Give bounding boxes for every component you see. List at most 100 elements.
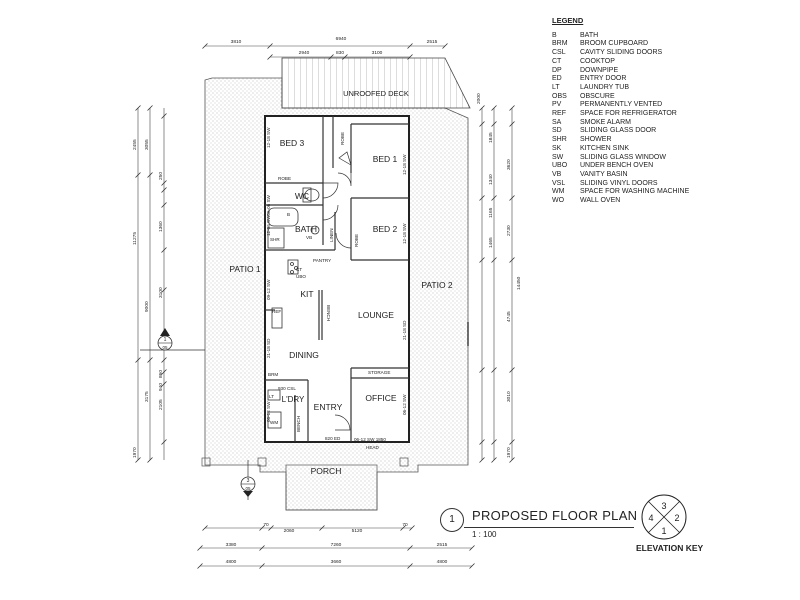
section-1-number: 1 bbox=[164, 337, 167, 343]
legend-code: SW bbox=[552, 153, 564, 161]
dimension-tick bbox=[407, 54, 413, 60]
window-bed1: 12-18 SW bbox=[402, 154, 407, 175]
dimension-tick bbox=[509, 195, 515, 201]
dimension-tick bbox=[259, 545, 265, 551]
window-office: 06-12 SW bbox=[402, 394, 407, 415]
dim-right-1: 1845 bbox=[488, 132, 494, 143]
dimension-tick bbox=[491, 105, 497, 111]
dimension-tick bbox=[161, 247, 167, 253]
dimension-tick bbox=[135, 357, 141, 363]
section-marker-bottom: 3 05 bbox=[240, 460, 256, 500]
dimension-tick bbox=[491, 439, 497, 445]
dim-left-outer-2: 3055 bbox=[144, 139, 150, 150]
linen-label: LINEN bbox=[329, 228, 334, 242]
dim-bottom-inner-2: 5120 bbox=[352, 528, 363, 534]
legend-code: SK bbox=[552, 144, 562, 152]
dimension-tick bbox=[400, 525, 406, 531]
dimension-tick bbox=[135, 172, 141, 178]
dimension-tick bbox=[147, 457, 153, 463]
section-marker-left: 1 05 bbox=[140, 328, 205, 351]
robe-label-bed3: ROBE bbox=[278, 176, 291, 181]
legend-code: REF bbox=[552, 110, 566, 118]
dimension-tick bbox=[202, 525, 208, 531]
dim-left-inner-5: 1970 bbox=[132, 447, 138, 458]
bath-fixture-label: B bbox=[287, 212, 290, 217]
shower-label: SHR bbox=[270, 237, 280, 242]
robe-label-bed1: ROBE bbox=[340, 132, 345, 145]
elevation-key-label: ELEVATION KEY bbox=[636, 543, 704, 553]
elevation-key-east: 2 bbox=[674, 513, 679, 523]
legend-code: VSL bbox=[552, 179, 566, 187]
dim-left-small-2: 860 bbox=[158, 370, 164, 378]
dimension-tick bbox=[147, 105, 153, 111]
legend-label: COOKTOP bbox=[580, 57, 615, 65]
title-underline bbox=[464, 527, 634, 528]
dimension-tick bbox=[509, 121, 515, 127]
elevation-key-west: 4 bbox=[648, 513, 653, 523]
legend-code: WM bbox=[552, 188, 565, 196]
legend-code: VB bbox=[552, 170, 562, 178]
room-patio1: PATIO 1 bbox=[229, 264, 261, 274]
dimension-tick bbox=[202, 43, 208, 49]
dim-top-1: 3810 bbox=[231, 39, 242, 45]
dimension-tick bbox=[479, 367, 485, 373]
interior-walls bbox=[265, 116, 409, 442]
dim-bottom-outer-3: 4800 bbox=[437, 559, 448, 565]
dim-right-inner-1: 1340 bbox=[488, 174, 494, 185]
dimension-tick bbox=[161, 287, 167, 293]
dim-bottom-outer-2: 3660 bbox=[331, 559, 342, 565]
window-bed2: 12-18 SW bbox=[402, 223, 407, 244]
dim-bottom-mid-1: 3380 bbox=[226, 542, 237, 548]
dim-bottom-small-2: 70 bbox=[402, 522, 408, 528]
dim-left-inner-4: 3175 bbox=[144, 391, 150, 402]
room-bed1: BED 1 bbox=[373, 154, 398, 164]
legend-label: BROOM CUPBOARD bbox=[580, 40, 649, 48]
dimension-tick bbox=[409, 525, 415, 531]
window-kitchen: 09-12 SW bbox=[266, 279, 271, 300]
room-wc: WC bbox=[295, 191, 309, 201]
room-entry: ENTRY bbox=[314, 402, 343, 412]
dim-right-7: 1970 bbox=[506, 447, 512, 458]
section-1-sheet: 05 bbox=[162, 345, 168, 350]
dimension-tick bbox=[491, 195, 497, 201]
room-laundry: L'DRY bbox=[282, 395, 305, 404]
legend-code: ED bbox=[552, 75, 562, 83]
legend-code: CSL bbox=[552, 49, 566, 57]
cooktop-label: CT bbox=[296, 267, 302, 272]
dimension-tick bbox=[342, 54, 348, 60]
dimension-tick bbox=[259, 563, 265, 569]
front-window-label: 06-12 SW 1850 bbox=[354, 437, 386, 442]
section-3-sheet: 05 bbox=[245, 486, 251, 491]
dimension-ticks bbox=[135, 43, 515, 569]
dimension-tick bbox=[147, 357, 153, 363]
dimension-tick bbox=[161, 113, 167, 119]
room-porch: PORCH bbox=[311, 466, 342, 476]
dim-right-3: 2730 bbox=[506, 225, 512, 236]
dimension-tick bbox=[407, 545, 413, 551]
dim-bottom-inner-1: 2060 bbox=[284, 528, 295, 534]
dim-right-4: 14450 bbox=[516, 276, 522, 290]
door-swings bbox=[322, 151, 352, 431]
dim-bottom-small-1: 70 bbox=[263, 522, 269, 528]
window-laundry: 06-12 SW bbox=[266, 401, 271, 422]
dimension-tick bbox=[407, 563, 413, 569]
dimension-tick bbox=[319, 525, 325, 531]
dimension-tick bbox=[509, 257, 515, 263]
legend-code: CT bbox=[552, 57, 562, 65]
dimension-tick bbox=[135, 457, 141, 463]
room-bed3: BED 3 bbox=[280, 138, 305, 148]
dimension-tick bbox=[197, 563, 203, 569]
dim-bottom-outer-1: 4800 bbox=[226, 559, 237, 565]
